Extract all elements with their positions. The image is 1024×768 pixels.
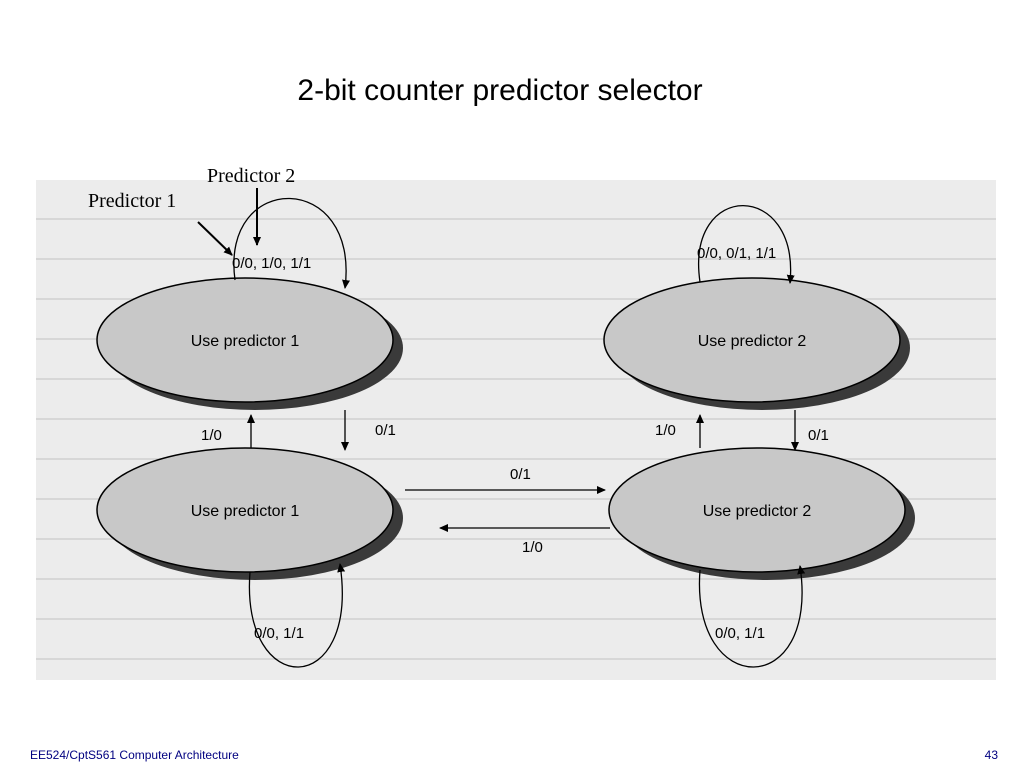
self-loop-s2: [698, 204, 795, 284]
state-label: Use predictor 1: [191, 333, 300, 350]
scanned-figure-background: [36, 180, 996, 680]
edge-label-s3-to-s4: 0/1: [510, 466, 531, 483]
self-loop-s4: [698, 565, 806, 668]
slide-title: 2-bit counter predictor selector: [297, 74, 703, 107]
state-use-predictor-2-top: Use predictor 2: [603, 277, 910, 410]
state-use-predictor-2-bottom: Use predictor 2: [608, 447, 915, 580]
state-label: Use predictor 2: [703, 503, 812, 520]
annotation-predictor-2: Predictor 2: [207, 165, 295, 187]
edge-label-self-s3: 0/0, 1/1: [254, 625, 304, 642]
annotation-predictor-1: Predictor 1: [88, 190, 176, 212]
edge-label-s4-to-s3: 1/0: [522, 539, 543, 556]
state-label: Use predictor 1: [191, 503, 300, 520]
edge-label-self-s4: 0/0, 1/1: [715, 625, 765, 642]
edge-label-self-s1: 0/0, 1/0, 1/1: [232, 255, 311, 272]
state-label: Use predictor 2: [698, 333, 807, 350]
edge-label-self-s2: 0/0, 0/1, 1/1: [697, 245, 776, 262]
state-use-predictor-1-bottom: Use predictor 1: [96, 447, 403, 580]
footer-page-number: 43: [984, 748, 998, 762]
annotation-pointer-predictor-1: [197, 221, 233, 256]
edge-label-s1-to-s3: 0/1: [375, 422, 396, 439]
edge-label-s4-to-s2: 1/0: [655, 422, 676, 439]
edge-label-s2-to-s4: 0/1: [808, 427, 829, 444]
self-loop-s1: [233, 197, 350, 289]
footer-course-name: EE524/CptS561 Computer Architecture: [30, 748, 239, 762]
state-use-predictor-1-top: Use predictor 1: [96, 277, 403, 410]
self-loop-s3: [248, 563, 346, 668]
edge-label-s3-to-s1: 1/0: [201, 427, 222, 444]
